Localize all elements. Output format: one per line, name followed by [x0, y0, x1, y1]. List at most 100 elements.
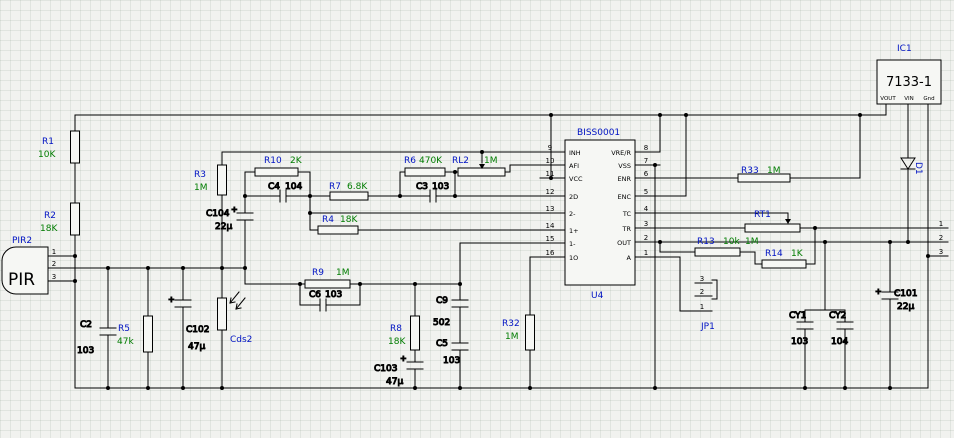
- u4-pin7-num: 7: [644, 157, 648, 165]
- c102-ref: C102: [186, 325, 209, 335]
- c104-ref: C104: [206, 209, 230, 219]
- resistor-R1: R1 10K: [38, 130, 80, 164]
- capacitor-C9: C9 502: [433, 296, 469, 329]
- u4-pin3-num: 3: [644, 220, 648, 228]
- u4-pin6-name: ENR: [618, 175, 632, 183]
- r3-value: 1M: [194, 183, 208, 193]
- c103-plus: +: [400, 354, 407, 363]
- jp1-pins: [679, 279, 718, 312]
- edge-connector: 1 2 3: [939, 220, 943, 256]
- power-ic-IC1: IC1 7133-1 VOUT VIN Gnd: [876, 44, 942, 105]
- capacitor-C3: C3 103: [416, 182, 450, 203]
- u4-pin10-num: 10: [546, 157, 555, 165]
- diode-D1: D1: [900, 157, 923, 175]
- u4-pin14-num: 14: [546, 222, 555, 230]
- pir-label: PIR: [8, 270, 35, 290]
- c9-ref: C9: [436, 296, 448, 306]
- c5-value: 103: [443, 356, 460, 366]
- r10-ref: R10: [264, 156, 282, 166]
- cy1-value: 103: [791, 337, 808, 347]
- cy2-ref: CY2: [829, 311, 846, 321]
- rl2-value: 1M: [484, 156, 498, 166]
- resistor-R5: R5 47k: [117, 315, 153, 353]
- u4-pin4-num: 4: [644, 205, 649, 213]
- ic1-pin-vout: VOUT: [880, 96, 896, 102]
- resistor-R10: R10 2K: [254, 156, 303, 177]
- jp1-pin-1: 1: [700, 303, 704, 311]
- jp1-pin-3: 3: [700, 275, 704, 283]
- capacitor-C6: C6 103: [309, 290, 343, 312]
- d1-ref: D1: [913, 162, 923, 175]
- r6-value: 470K: [419, 156, 443, 166]
- u4-pin9-num: 9: [548, 144, 552, 152]
- potentiometer-RT1: RT1 1M: [744, 210, 801, 247]
- r8-ref: R8: [390, 324, 402, 334]
- c5-ref: C5: [436, 339, 448, 349]
- r4-value: 18K: [340, 215, 358, 225]
- pir-pin-1: 1: [52, 248, 56, 256]
- u4-pin5-num: 5: [644, 188, 648, 196]
- u4-pin1-num: 1: [644, 249, 648, 257]
- ic1-body: [876, 59, 942, 105]
- c4-value: 104: [285, 182, 302, 192]
- r14-ref: R14: [765, 249, 783, 259]
- resistor-R4: R4 18K: [317, 215, 359, 235]
- r14-value: 1K: [791, 249, 804, 259]
- c4-ref: C4: [268, 182, 280, 192]
- resistor-R2: R2 18K: [40, 202, 80, 236]
- resistor-R6: R6 470K: [404, 156, 446, 177]
- r4-ref: R4: [322, 215, 334, 225]
- resistor-R14: R14 1K: [761, 249, 807, 269]
- rl2-wiper-arrow: [479, 164, 485, 169]
- u4-pin3-name: TR: [622, 225, 632, 233]
- jp1-pin-2: 2: [700, 288, 704, 296]
- u4-pin11-name: VCC: [569, 175, 583, 183]
- cds2-ref: Cds2: [230, 335, 252, 345]
- r13-ref: R13: [697, 237, 715, 247]
- c3-value: 103: [432, 182, 449, 192]
- cy1-ref: CY1: [789, 311, 806, 321]
- u4-pin8-num: 8: [644, 144, 648, 152]
- c104-plus: +: [231, 205, 238, 214]
- r8-value: 18K: [388, 337, 406, 347]
- c9-value: 502: [433, 318, 450, 328]
- u4-ref: U4: [591, 291, 604, 301]
- r6-ref: R6: [404, 156, 416, 166]
- r33-ref: R33: [741, 166, 759, 176]
- ic1-ref: IC1: [897, 44, 912, 54]
- c102-value: 47µ: [188, 342, 205, 352]
- jumper-JP1: 3 2 1 JP1: [679, 275, 718, 332]
- c104-value: 22µ: [215, 222, 232, 232]
- rt1-wiper-arrow: [785, 219, 791, 224]
- r3-ref: R3: [194, 170, 206, 180]
- u4-pin7-name: VSS: [618, 162, 631, 170]
- r5-value: 47k: [117, 337, 134, 347]
- rt1-value: 1M: [745, 237, 759, 247]
- pir-sensor: PIR2 PIR 1 2 3: [1, 236, 56, 295]
- capacitor-C101: + C101 22µ: [875, 287, 918, 313]
- c103-value: 47µ: [386, 377, 403, 387]
- capacitor-C4: C4 104: [268, 182, 303, 203]
- resistor-R32: R32 1M: [502, 314, 535, 351]
- potentiometer-RL2: RL2 1M: [452, 156, 506, 177]
- connector-pin-3: 3: [939, 248, 943, 256]
- rl2-ref: RL2: [452, 156, 469, 166]
- pir-pin-2: 2: [52, 260, 56, 268]
- wire-network: [47, 103, 949, 389]
- capacitor-C2: C2 103: [77, 320, 117, 357]
- ic1-pin-vin: VIN: [904, 96, 914, 102]
- c2-value: 103: [77, 346, 94, 356]
- c102-plus: +: [168, 295, 175, 304]
- r1-value: 10K: [38, 150, 56, 160]
- u4-pin15-num: 15: [546, 235, 555, 243]
- resistor-R3: R3 1M: [194, 164, 227, 196]
- pir-ref: PIR2: [12, 236, 32, 246]
- ic1-pin-gnd: Gnd: [923, 96, 934, 102]
- r7-value: 6.8K: [347, 182, 368, 192]
- r13-value: 10k: [723, 237, 740, 247]
- u4-pin5-name: ENC: [617, 193, 631, 201]
- c3-ref: C3: [416, 182, 428, 192]
- connector-pin-1: 1: [939, 220, 943, 228]
- u4-pin16-num: 16: [546, 249, 555, 257]
